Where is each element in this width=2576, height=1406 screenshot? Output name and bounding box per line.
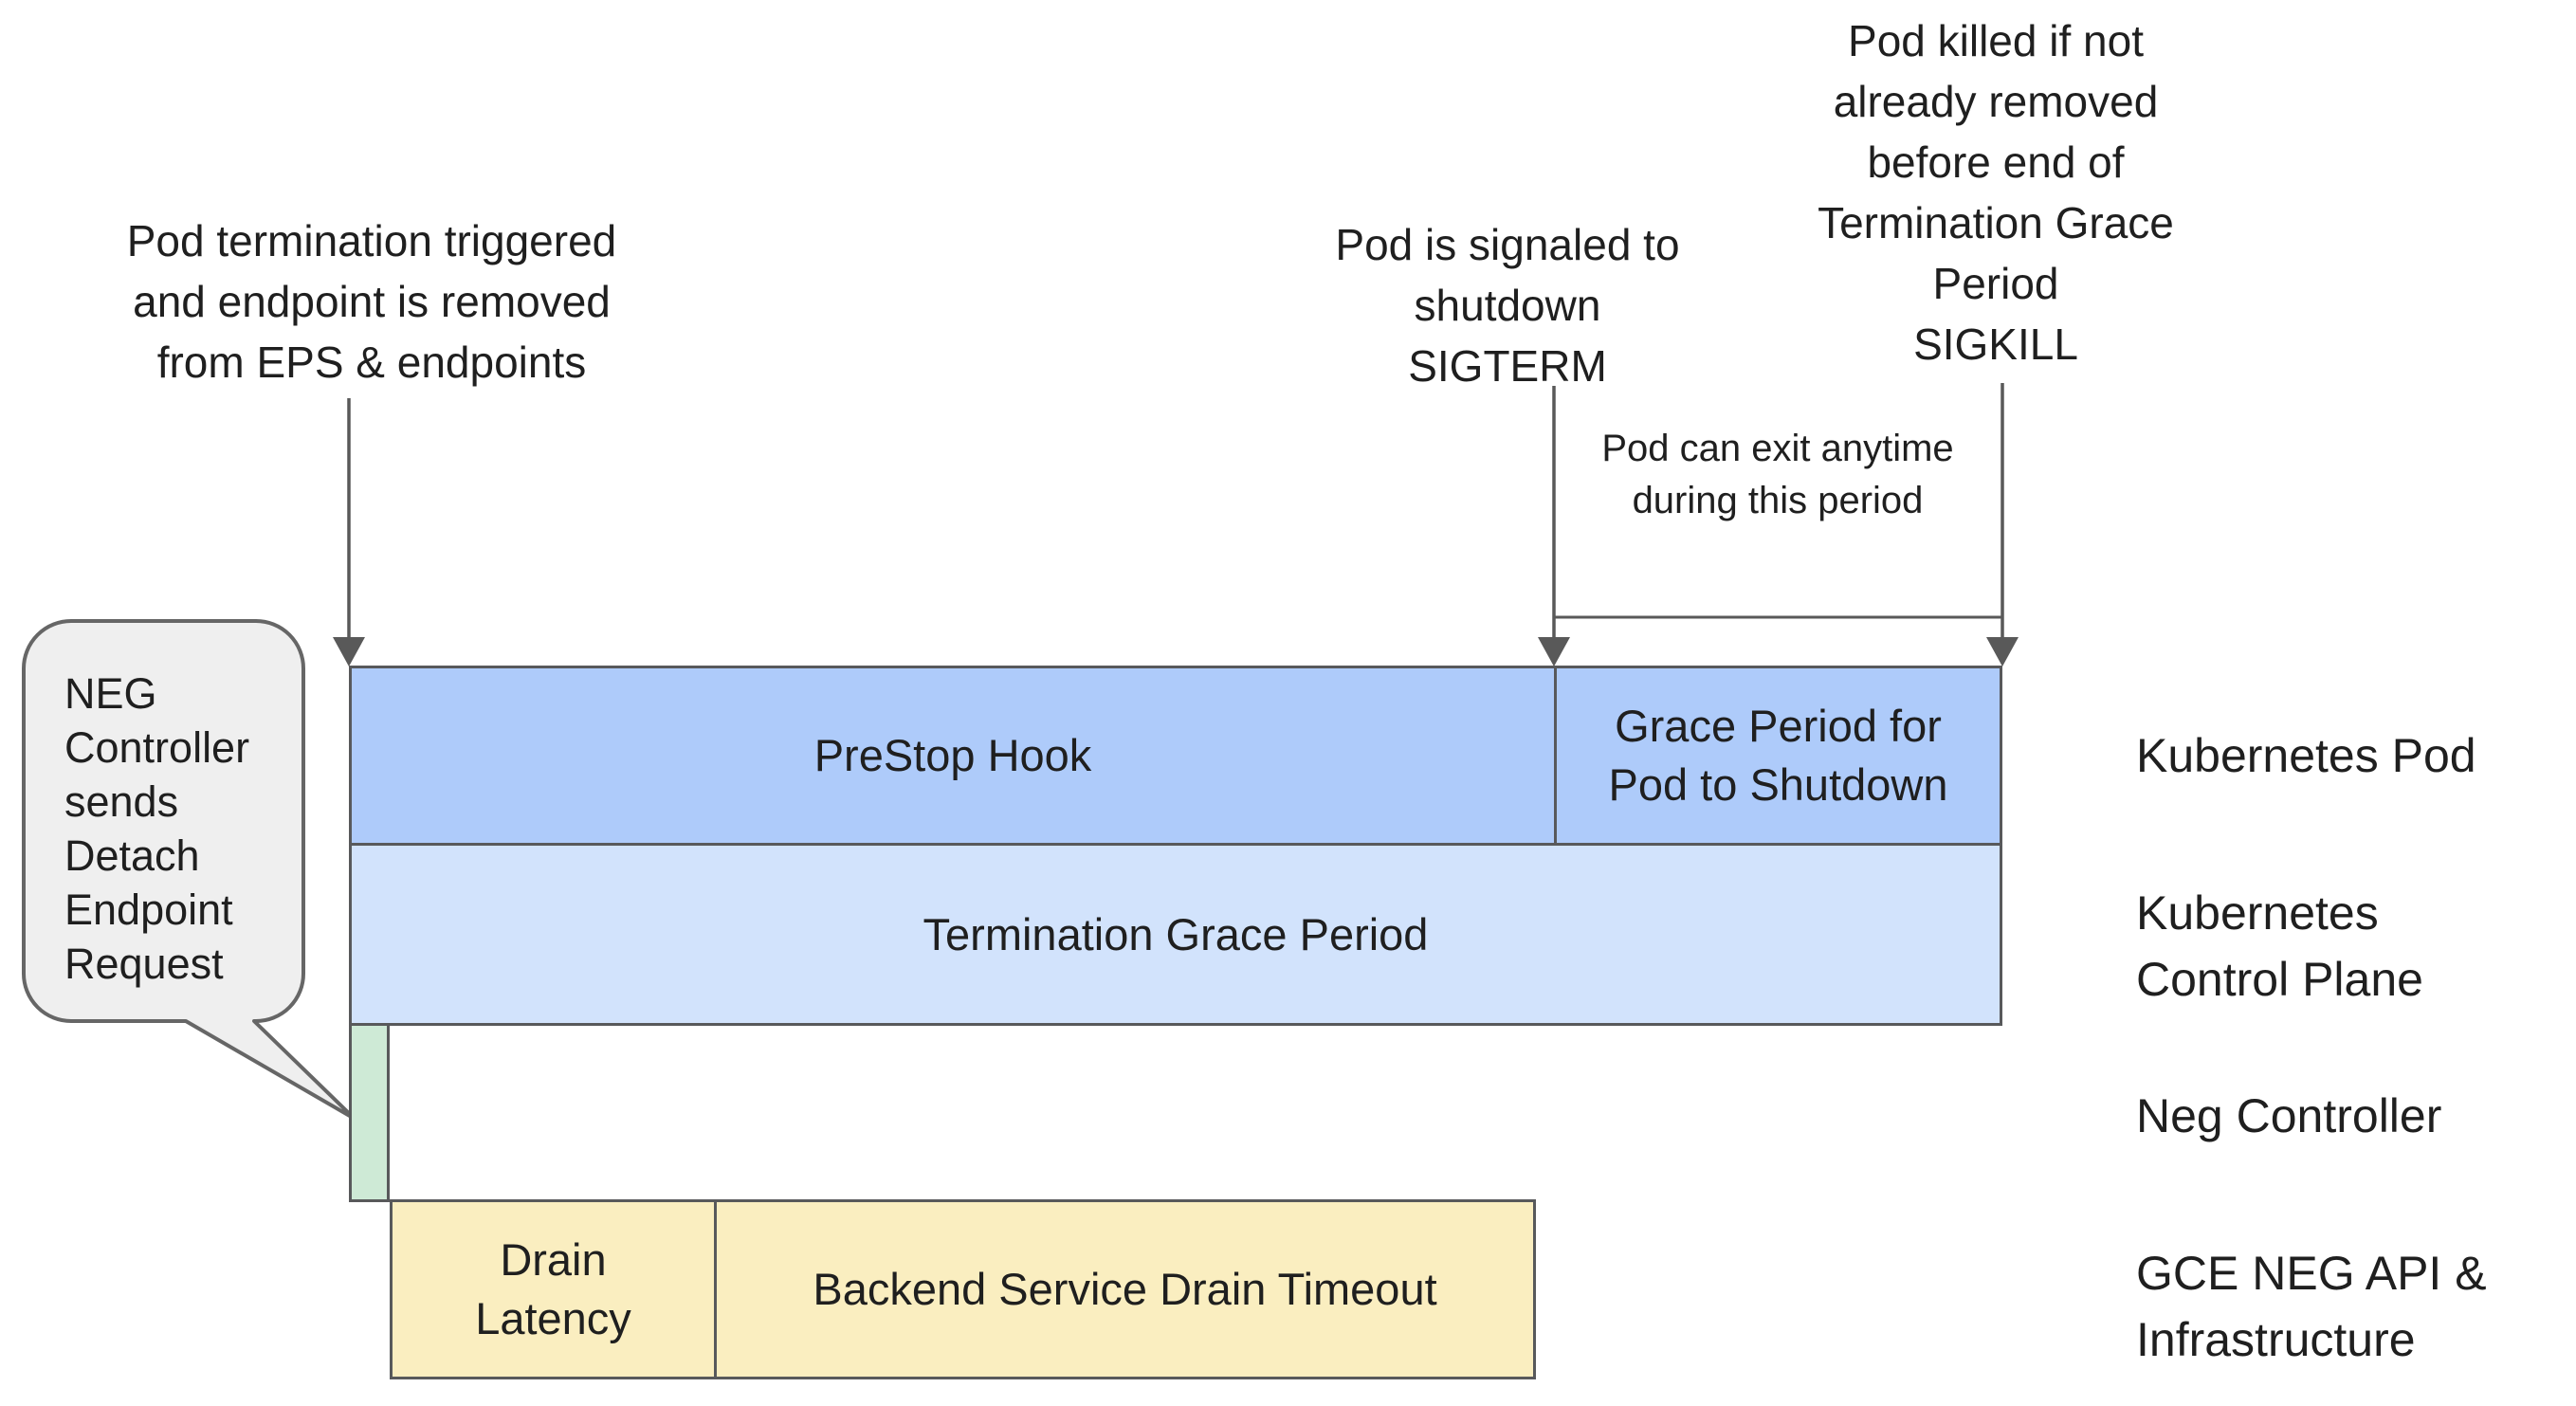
- bar-neg-controller: [349, 1023, 390, 1202]
- annotation-sigkill: Pod killed if not already removed before…: [1749, 10, 2242, 374]
- annotation-line: before end of: [1867, 137, 2125, 187]
- annotation-line: Termination Grace: [1818, 198, 2174, 247]
- annotation-line: shutdown: [1414, 281, 1601, 330]
- bar-label-termination-grace: Termination Grace Period: [923, 908, 1429, 959]
- bubble-line: sends: [64, 777, 179, 826]
- bar-label-line: Latency: [475, 1293, 631, 1343]
- lane-line: Infrastructure: [2136, 1313, 2416, 1366]
- bar-segment-drain-latency: Drain Latency: [393, 1202, 717, 1377]
- lane-label-gce-neg: GCE NEG API & Infrastructure: [2136, 1240, 2487, 1373]
- lane-line: Control Plane: [2136, 953, 2423, 1006]
- annotation-line: already removed: [1833, 77, 2159, 126]
- lane-line: GCE NEG API &: [2136, 1247, 2487, 1300]
- neg-detach-bubble-text: NEG Controller sends Detach Endpoint Req…: [64, 666, 297, 991]
- lane-label-neg-controller: Neg Controller: [2136, 1083, 2441, 1149]
- annotation-exit-anytime: Pod can exit anytime during this period: [1569, 423, 1986, 527]
- lane-label-kubernetes-pod: Kubernetes Pod: [2136, 722, 2476, 789]
- bar-segment-termination-grace: Termination Grace Period: [352, 846, 2000, 1023]
- bubble-line: Request: [64, 940, 224, 988]
- bar-label-line: Pod to Shutdown: [1608, 759, 1948, 810]
- lane-line: Kubernetes: [2136, 886, 2379, 940]
- annotation-sigterm: Pod is signaled to shutdown SIGTERM: [1299, 214, 1716, 396]
- bar-kubernetes-pod: PreStop Hook Grace Period for Pod to Shu…: [349, 666, 2002, 846]
- annotation-line: Pod can exit anytime: [1601, 428, 1954, 469]
- annotation-line: Period: [1932, 259, 2059, 308]
- bubble-line: Endpoint: [64, 886, 233, 934]
- annotation-line: and endpoint is removed: [133, 277, 611, 326]
- annotation-pod-termination: Pod termination triggered and endpoint i…: [68, 210, 675, 393]
- bar-termination-grace-period: Termination Grace Period: [349, 843, 2002, 1026]
- bar-segment-grace-period: Grace Period for Pod to Shutdown: [1557, 668, 2000, 843]
- annotation-line: during this period: [1632, 480, 1924, 521]
- bar-segment-backend-drain: Backend Service Drain Timeout: [717, 1202, 1533, 1377]
- arrowhead-sigkill: [1986, 637, 2019, 666]
- bar-label-line: Grace Period for: [1615, 701, 1942, 751]
- lane-line: Neg Controller: [2136, 1089, 2442, 1142]
- bubble-line: Controller: [64, 723, 250, 772]
- annotation-line: Pod is signaled to: [1335, 220, 1680, 269]
- annotation-line: Pod killed if not: [1848, 16, 2144, 65]
- speech-bubble-shape: [22, 619, 356, 1121]
- bar-label-prestop-hook: PreStop Hook: [813, 730, 1092, 780]
- bar-label-line: Drain: [500, 1234, 607, 1285]
- arrowhead-pod-termination: [333, 637, 365, 666]
- arrowhead-sigterm: [1538, 637, 1570, 666]
- annotation-line: Pod termination triggered: [126, 216, 617, 265]
- annotation-line: SIGKILL: [1913, 320, 2078, 369]
- bar-segment-prestop-hook: PreStop Hook: [352, 668, 1557, 843]
- bubble-line: Detach: [64, 831, 200, 880]
- annotation-line: SIGTERM: [1408, 341, 1607, 391]
- lane-label-control-plane: Kubernetes Control Plane: [2136, 880, 2423, 1013]
- bar-label-backend-drain: Backend Service Drain Timeout: [813, 1264, 1437, 1314]
- lane-line: Kubernetes Pod: [2136, 729, 2476, 782]
- annotation-line: from EPS & endpoints: [156, 338, 587, 387]
- bubble-line: NEG: [64, 669, 157, 718]
- bar-gce-neg: Drain Latency Backend Service Drain Time…: [390, 1199, 1536, 1379]
